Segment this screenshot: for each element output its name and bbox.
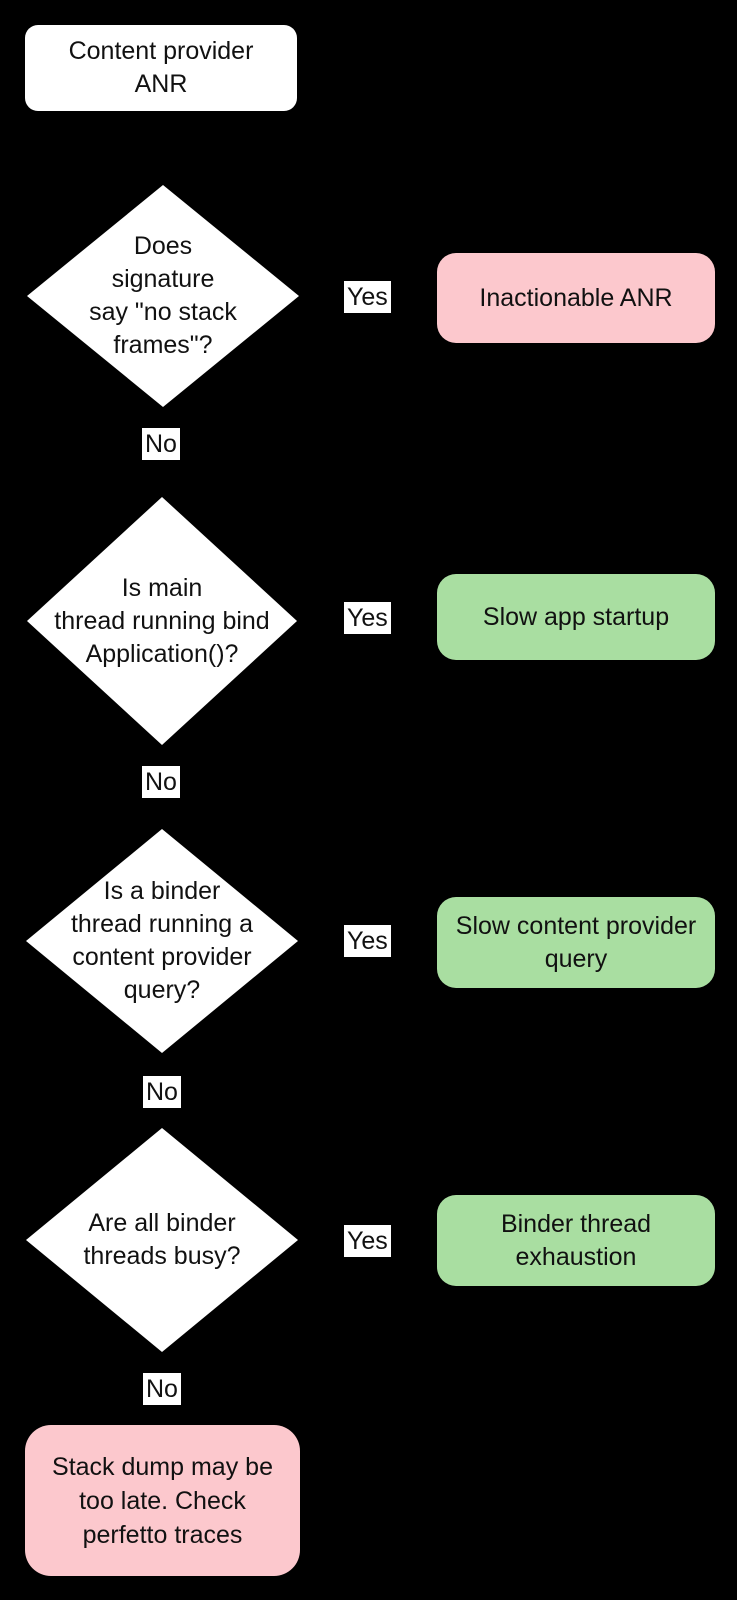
outcome-slow-app-startup: Slow app startup: [437, 574, 715, 660]
edge-label-no-3: No: [143, 1076, 181, 1108]
terminal-node-stack-dump-too-late: Stack dump may be too late. Check perfet…: [25, 1425, 300, 1576]
outcome-inactionable-anr: Inactionable ANR: [437, 253, 715, 343]
start-node-content-provider-anr: Content provider ANR: [25, 25, 297, 111]
outcome-binder-thread-exhaustion: Binder thread exhaustion: [437, 1195, 715, 1286]
decision-question: Are all binder threads busy?: [83, 1209, 241, 1270]
decision-signature-no-stack-frames: Does signature say "no stack frames"?: [27, 185, 299, 407]
decision-all-binder-threads-busy: Are all binder threads busy?: [26, 1128, 298, 1352]
edge-label-yes-1: Yes: [344, 281, 391, 313]
decision-question: Is main thread running bind Application(…: [54, 573, 270, 668]
edge-label-yes-3: Yes: [344, 925, 391, 957]
edge-label-no-2: No: [142, 766, 180, 798]
edge-label-no-1: No: [142, 428, 180, 460]
decision-question: Is a binder thread running a content pro…: [70, 877, 254, 1004]
decision-binder-thread-content-provider-query: Is a binder thread running a content pro…: [26, 829, 298, 1053]
decision-main-thread-bindapplication: Is main thread running bind Application(…: [27, 497, 297, 745]
outcome-slow-content-provider-query: Slow content provider query: [437, 897, 715, 988]
edge-label-yes-2: Yes: [344, 602, 391, 634]
decision-question: Does signature say "no stack frames"?: [89, 232, 237, 359]
edge-label-yes-4: Yes: [344, 1225, 391, 1257]
edge-label-no-4: No: [143, 1373, 181, 1405]
